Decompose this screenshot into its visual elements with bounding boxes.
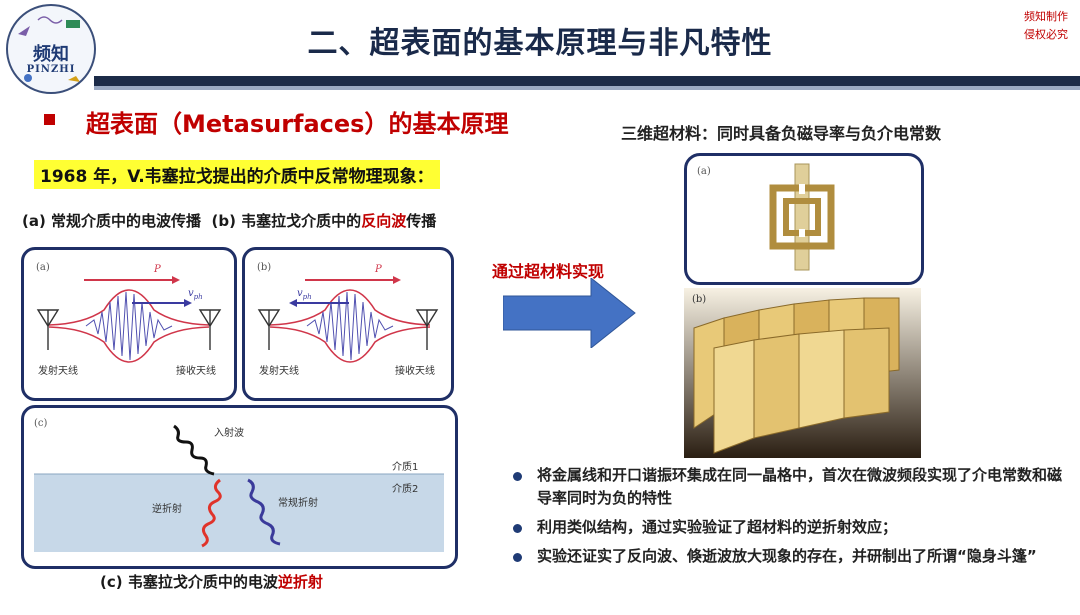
wave-packet-figure-b: (b) P vph 发射天线 接收天线 xyxy=(245,250,451,398)
medium1-label: 介质1 xyxy=(392,461,418,473)
copyright-line-1: 频知制作 xyxy=(1024,8,1068,26)
caption-b-red: 反向波 xyxy=(361,212,406,230)
caption-b-suffix: 传播 xyxy=(406,212,436,230)
panel-a-rx-label: 接收天线 xyxy=(176,364,216,377)
caption-b-prefix: (b) 韦塞拉戈介质中的 xyxy=(212,212,362,230)
caption-c: (c) 韦塞拉戈介质中的电波逆折射 xyxy=(100,571,323,592)
panel-a-tag: (a) xyxy=(36,262,50,273)
panel-a-p-label: P xyxy=(153,264,161,275)
copyright-line-2: 侵权必究 xyxy=(1024,26,1068,44)
bullet-dot-icon xyxy=(513,553,522,562)
caption-ab: (a) 常规介质中的电波传播 (b) 韦塞拉戈介质中的反向波传播 xyxy=(22,210,436,231)
wave-packet-figure-a: (a) P vph 发射天线 接收天线 xyxy=(24,250,234,398)
right-panel-b-tag: (b) xyxy=(692,294,706,305)
section-subtitle: 超表面（Metasurfaces）的基本原理 xyxy=(86,104,508,139)
panel-b-v-label: vph xyxy=(297,288,312,301)
bullet-dot-icon xyxy=(513,472,522,481)
panel-negative-refraction: (c) 入射波 介质1 介质2 逆折射 常规折射 xyxy=(21,405,458,569)
bullet-dot-icon xyxy=(513,524,522,533)
header-bar xyxy=(94,76,1080,86)
caption-a: (a) 常规介质中的电波传播 xyxy=(22,212,201,230)
metamaterial-grid-image: (b) xyxy=(684,288,921,458)
metamaterial-array-photo: (b) xyxy=(684,288,921,458)
header-bar-accent xyxy=(94,86,1080,90)
panel-b-tag: (b) xyxy=(257,262,271,273)
copyright-notice: 频知制作 侵权必究 xyxy=(1024,8,1068,44)
panel-backward-wave: (b) P vph 发射天线 接收天线 xyxy=(242,247,454,401)
panel-normal-propagation: (a) P vph 发射天线 接收天线 xyxy=(21,247,237,401)
list-item: 利用类似结构，通过实验验证了超材料的逆折射效应； xyxy=(511,516,1071,539)
caption-c-prefix: (c) 韦塞拉戈介质中的电波 xyxy=(100,573,278,591)
caption-c-red: 逆折射 xyxy=(278,573,323,591)
normal-refraction-label: 常规折射 xyxy=(278,496,318,509)
finding-text-1: 将金属线和开口谐振环集成在同一晶格中，首次在微波频段实现了介电常数和磁导率同时为… xyxy=(537,466,1062,507)
panel-c-tag: (c) xyxy=(34,418,48,429)
highlight-banner: 1968 年，V.韦塞拉戈提出的介质中反常物理现象： xyxy=(34,160,440,189)
finding-text-3: 实验还证实了反向波、倏逝波放大现象的存在，并研制出了所谓“隐身斗篷” xyxy=(537,547,1037,565)
panel-b-rx-label: 接收天线 xyxy=(395,364,435,377)
slide-title: 二、超表面的基本原理与非凡特性 xyxy=(0,18,1080,62)
panel-a-v-label: vph xyxy=(188,288,203,301)
split-ring-resonator-figure: (a) xyxy=(684,153,924,285)
list-item: 将金属线和开口谐振环集成在同一晶格中，首次在微波频段实现了介电常数和磁导率同时为… xyxy=(511,464,1071,510)
refraction-figure: (c) 入射波 介质1 介质2 逆折射 常规折射 xyxy=(24,408,455,566)
right-panel-a-tag: (a) xyxy=(697,166,711,177)
right-arrow-icon xyxy=(503,278,637,348)
metamaterial-title: 三维超材料：同时具备负磁导率与负介电常数 xyxy=(621,120,941,144)
panel-b-tx-label: 发射天线 xyxy=(259,364,299,377)
medium2-label: 介质2 xyxy=(392,483,418,495)
logo-subtext: PINZHI xyxy=(8,64,94,75)
square-bullet-icon xyxy=(44,114,55,125)
panel-b-p-label: P xyxy=(374,264,382,275)
split-ring-icon: (a) xyxy=(687,156,921,282)
incident-wave-label: 入射波 xyxy=(214,426,244,439)
panel-a-tx-label: 发射天线 xyxy=(38,364,78,377)
list-item: 实验还证实了反向波、倏逝波放大现象的存在，并研制出了所谓“隐身斗篷” xyxy=(511,545,1071,568)
finding-text-2: 利用类似结构，通过实验验证了超材料的逆折射效应； xyxy=(537,518,897,536)
neg-refraction-label: 逆折射 xyxy=(152,502,182,515)
findings-list: 将金属线和开口谐振环集成在同一晶格中，首次在微波频段实现了介电常数和磁导率同时为… xyxy=(511,464,1071,574)
